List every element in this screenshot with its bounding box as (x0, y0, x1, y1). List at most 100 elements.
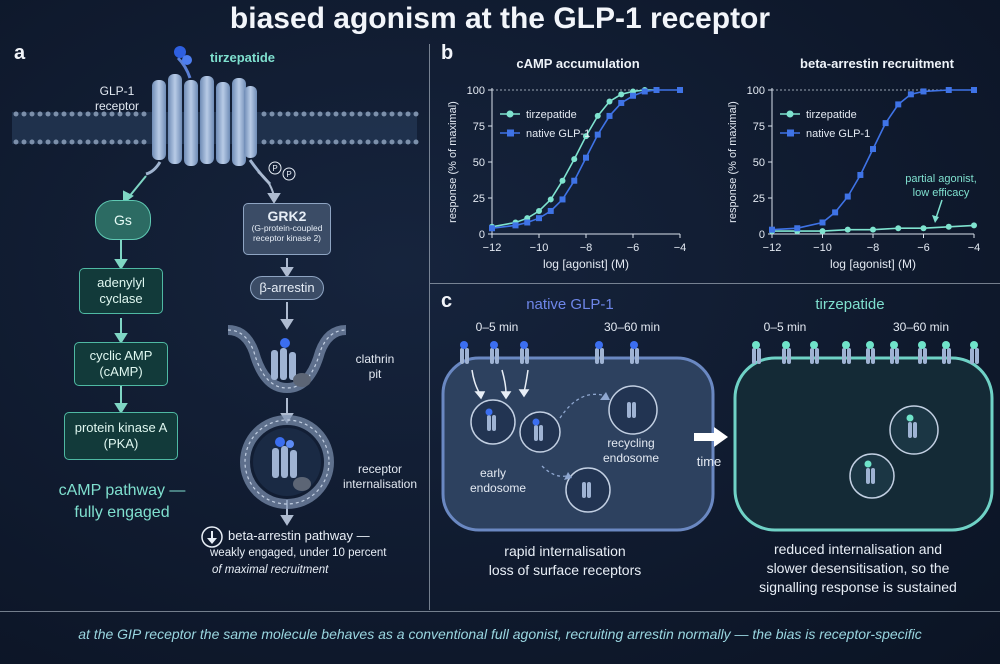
legend-marker (786, 110, 794, 118)
phosphate-label-2: P (286, 170, 291, 179)
data-point (819, 219, 826, 226)
time-label: time (696, 454, 722, 469)
trafficking-arrows (541, 393, 607, 477)
legend-label: native GLP-1 (526, 128, 590, 140)
data-point (920, 88, 927, 95)
native-time-late: 30–60 min (603, 320, 661, 334)
x-tick-label: −8 (580, 242, 593, 254)
data-point (844, 226, 851, 233)
data-point (606, 112, 613, 119)
phosphate-label-1: P (272, 164, 277, 173)
early-endosome-label: early endosome (470, 466, 527, 495)
arrestin-pathway-detail: weakly engaged, under 10 percent (210, 547, 387, 559)
camp-pathway-label: cAMP pathway — fully engaged (58, 482, 186, 521)
native-surface-receptor-icon (460, 341, 639, 364)
data-point (895, 101, 902, 108)
native-glp1-title: native GLP-1 (526, 296, 614, 313)
y-tick-label: 100 (747, 85, 765, 97)
endosome-receptor-icon (485, 408, 543, 441)
tirzepatide-title: tirzepatide (815, 296, 885, 313)
arrestin-pathway-detail-italic: of maximal recruitment (212, 564, 329, 576)
data-point (559, 196, 566, 203)
data-point (895, 225, 902, 232)
data-point (653, 87, 660, 93)
data-point (594, 131, 601, 138)
tirz-time-early: 0–5 min (763, 320, 807, 334)
horizontal-divider-b-c (430, 283, 1000, 284)
phosphate-icon (268, 161, 296, 181)
figure-title: biased agonism at the GLP-1 receptor (229, 2, 771, 35)
panel-c-label: c (441, 290, 453, 312)
time-arrow-icon (694, 427, 728, 447)
y-axis-label: response (% of maximal) (447, 101, 459, 223)
gs-label: Gs (114, 212, 132, 228)
data-point (945, 87, 952, 93)
grk2-box: GRK2 (G-protein-coupled receptor kinase … (243, 203, 331, 255)
x-tick-label: −10 (813, 242, 832, 254)
data-point (819, 228, 826, 235)
x-axis-label: log [agonist] (M) (830, 257, 916, 271)
beta-arrestin-box: β-arrestin (250, 276, 324, 300)
data-point (559, 177, 566, 184)
tirzepatide-label: tirzepatide (210, 50, 276, 65)
grk2-full-name: (G-protein-coupled receptor kinase 2) (251, 223, 323, 243)
panel-b-label: b (441, 42, 454, 64)
legend-marker (787, 129, 794, 137)
x-tick-label: −12 (763, 242, 782, 254)
data-point (630, 92, 636, 99)
adenylyl-cyclase-box: adenylyl cyclase (79, 268, 163, 314)
grk2-label: GRK2 (267, 208, 307, 224)
camp-pathway-arrows (114, 175, 147, 414)
data-point (769, 226, 775, 233)
data-point (641, 88, 648, 95)
glp1-receptor-icon (145, 74, 272, 186)
x-tick-label: −4 (674, 242, 687, 254)
data-point (971, 222, 977, 229)
cell-membrane (12, 111, 419, 145)
legend-marker (507, 129, 514, 137)
data-point (571, 156, 578, 163)
data-point (536, 207, 542, 214)
data-point (512, 222, 519, 229)
data-point (594, 112, 601, 119)
tirzepatide-ligand-icon (174, 46, 192, 79)
late-endosome-icon (565, 467, 611, 513)
y-tick-label: 100 (467, 85, 485, 97)
recycling-endosome-label: recycling endosome (602, 436, 660, 465)
legend-label: tirzepatide (526, 109, 577, 121)
clathrin-pit-label: clathrin pit (355, 352, 395, 381)
legend-label: tirzepatide (806, 109, 857, 121)
data-point (794, 225, 801, 232)
data-point (571, 177, 578, 184)
y-tick-label: 50 (753, 157, 765, 169)
y-tick-label: 0 (479, 229, 485, 241)
data-point (524, 219, 531, 226)
x-tick-label: −12 (483, 242, 502, 254)
native-internalisation-arrows (471, 369, 530, 400)
legend-marker (506, 110, 514, 118)
chart-title: cAMP accumulation (516, 56, 639, 71)
data-point (489, 225, 495, 232)
clathrin-coated-vesicle-icon (240, 415, 334, 509)
y-tick-label: 75 (753, 121, 765, 133)
data-point (606, 98, 613, 105)
data-point (882, 120, 889, 127)
data-point (907, 91, 914, 98)
data-point (857, 171, 864, 178)
camp-box: cyclic AMP (cAMP) (74, 342, 168, 386)
data-point (832, 209, 839, 216)
data-point (971, 87, 977, 93)
panel-a-illustration: P P (12, 46, 419, 548)
arrestin-pathway-arrows (257, 171, 294, 526)
x-tick-label: −10 (530, 242, 549, 254)
down-arrow-icon (201, 526, 223, 548)
data-point (870, 226, 876, 233)
x-tick-label: −4 (968, 242, 981, 254)
panel-c-cells (441, 341, 994, 532)
vertical-divider (429, 44, 430, 610)
x-tick-label: −6 (917, 242, 930, 254)
y-tick-label: 50 (473, 157, 485, 169)
receptor-internalisation-label: receptor internalisation (342, 462, 418, 491)
pka-box: protein kinase A (PKA) (64, 412, 178, 460)
